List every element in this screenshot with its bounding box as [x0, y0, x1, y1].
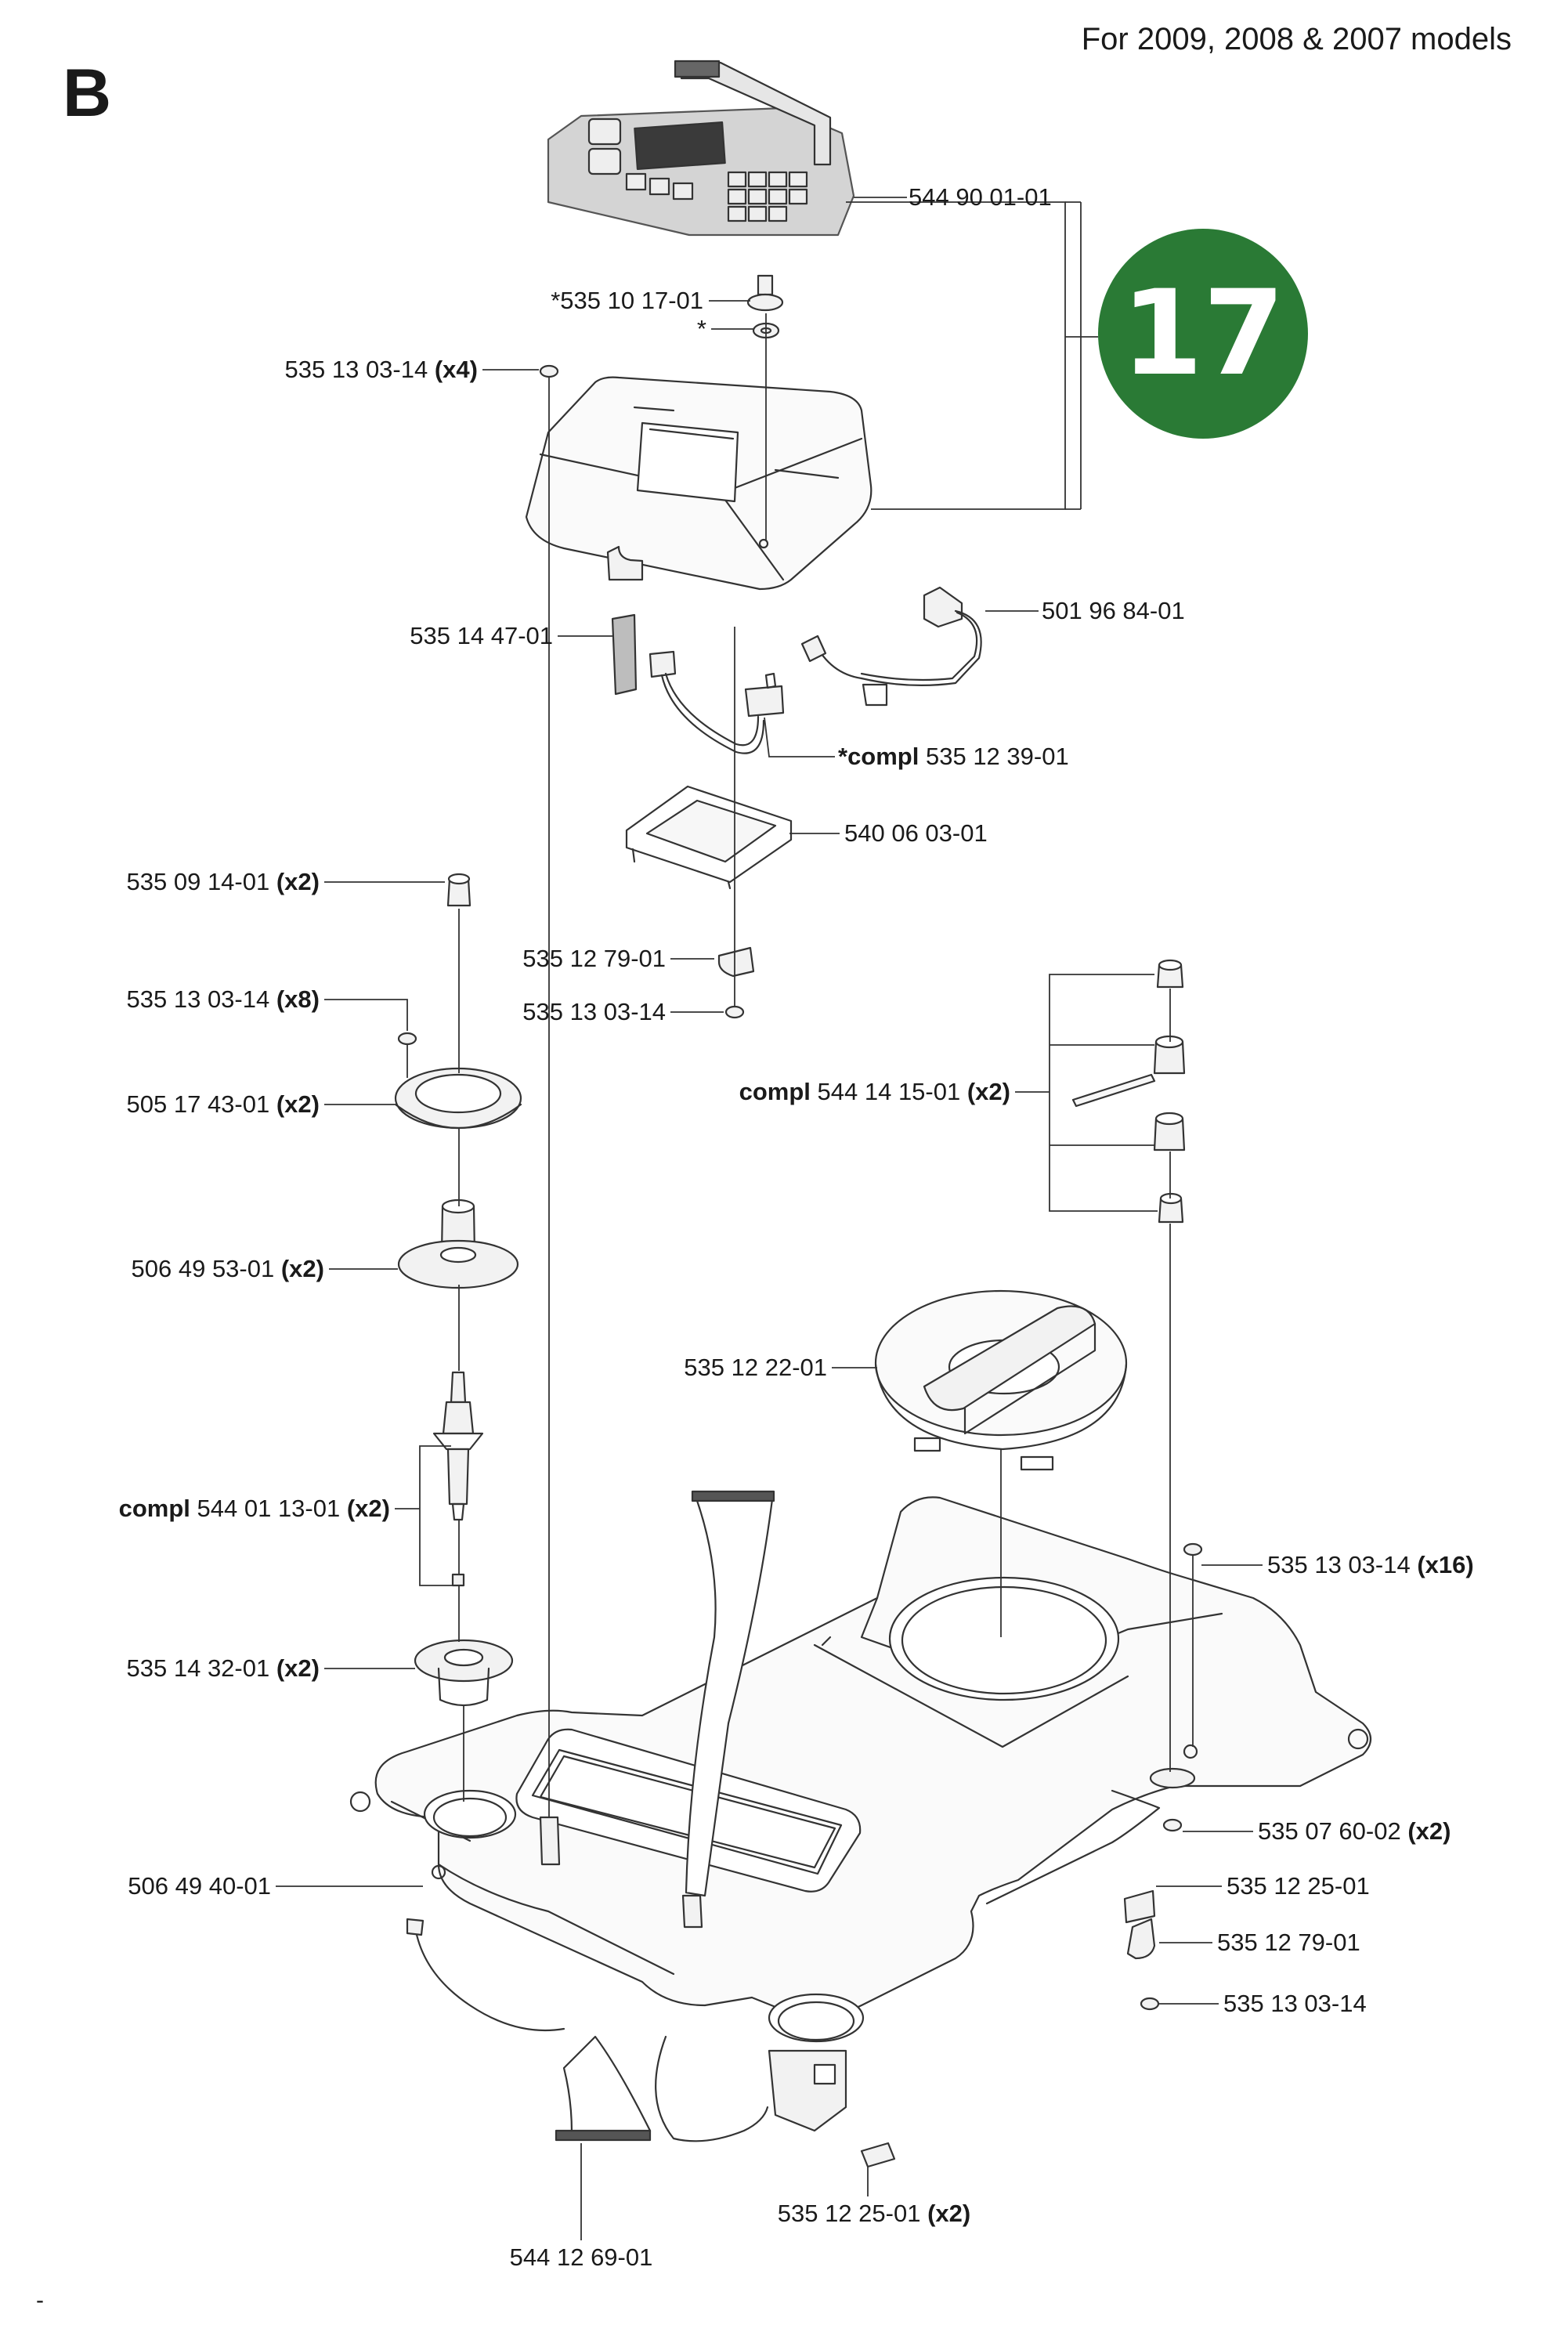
part-label-535-12-25-01: 535 12 25-01	[1227, 1872, 1370, 1900]
control-cover	[525, 376, 873, 591]
part-label-535-09-14-01-x2: 535 09 14-01 (x2)	[126, 868, 320, 895]
part-label-544-12-69-01: 544 12 69-01	[509, 2243, 653, 2271]
left-column-parts	[394, 873, 522, 1707]
part-label-535-14-32-01-x2: 535 14 32-01 (x2)	[126, 1654, 320, 1682]
connector-535-14-47-01	[611, 613, 785, 754]
part-label-535-12-79-01-lower: 535 12 79-01	[1217, 1929, 1360, 1956]
group-number-badge: 17	[1098, 229, 1308, 439]
screw-535-10-17-01	[746, 274, 784, 339]
part-label-compl-535-12-39-01: *compl 535 12 39-01	[838, 743, 1069, 770]
right-small-parts	[860, 1542, 1203, 2168]
part-label-506-49-40-01: 506 49 40-01	[128, 1872, 271, 1900]
lid-535-12-22-01	[874, 1289, 1128, 1471]
circuit-board-540-06-03-01	[625, 785, 793, 890]
part-label-compl-544-01-13-01-x2: compl 544 01 13-01 (x2)	[118, 1495, 390, 1522]
ribbon-cable-544-12-69-01	[555, 1490, 775, 2142]
part-label-535-13-03-14-x4: 535 13 03-14 (x4)	[284, 356, 478, 383]
chassis-506-49-40-01	[349, 1496, 1372, 2132]
part-label-505-17-43-01-x2: 505 17 43-01 (x2)	[126, 1090, 320, 1118]
models-note: For 2009, 2008 & 2007 models	[1081, 22, 1512, 56]
clip-535-12-79-01-upper	[717, 946, 755, 1019]
part-label-544-90-01-01: 544 90 01-01	[909, 183, 1052, 211]
part-label-535-13-03-14-upper: 535 13 03-14	[522, 998, 666, 1025]
harness-501-96-84-01	[800, 586, 982, 707]
part-label-535-13-03-14-x16: 535 13 03-14 (x16)	[1267, 1551, 1474, 1578]
part-label-535-12-79-01-upper: 535 12 79-01	[522, 945, 666, 972]
part-label-535-10-17-01: *535 10 17-01	[551, 287, 703, 314]
right-column-parts	[1071, 959, 1186, 1224]
part-label-asterisk: *	[696, 315, 706, 342]
assembly-axes	[406, 313, 1194, 1817]
part-label-535-12-22-01: 535 12 22-01	[684, 1354, 827, 1381]
part-label-540-06-03-01: 540 06 03-01	[844, 819, 988, 847]
footer-mark: -	[36, 2287, 44, 2313]
keypad-membrane	[547, 60, 855, 237]
screw-small-x4	[539, 364, 559, 378]
part-label-535-14-47-01: 535 14 47-01	[410, 622, 553, 649]
part-label-compl-544-14-15-01-x2: compl 544 14 15-01 (x2)	[739, 1078, 1010, 1105]
side-wire	[406, 1918, 565, 2032]
part-label-535-13-03-14-lower: 535 13 03-14	[1223, 1990, 1367, 2017]
part-label-535-07-60-02-x2: 535 07 60-02 (x2)	[1258, 1817, 1451, 1845]
part-label-535-13-03-14-x8: 535 13 03-14 (x8)	[126, 985, 320, 1013]
part-label-535-12-25-01-x2: 535 12 25-01 (x2)	[777, 2200, 971, 2227]
part-label-501-96-84-01: 501 96 84-01	[1042, 597, 1185, 624]
leader-lines	[276, 197, 1263, 2240]
part-label-506-49-53-01-x2: 506 49 53-01 (x2)	[131, 1255, 324, 1282]
section-letter: B	[63, 56, 112, 131]
